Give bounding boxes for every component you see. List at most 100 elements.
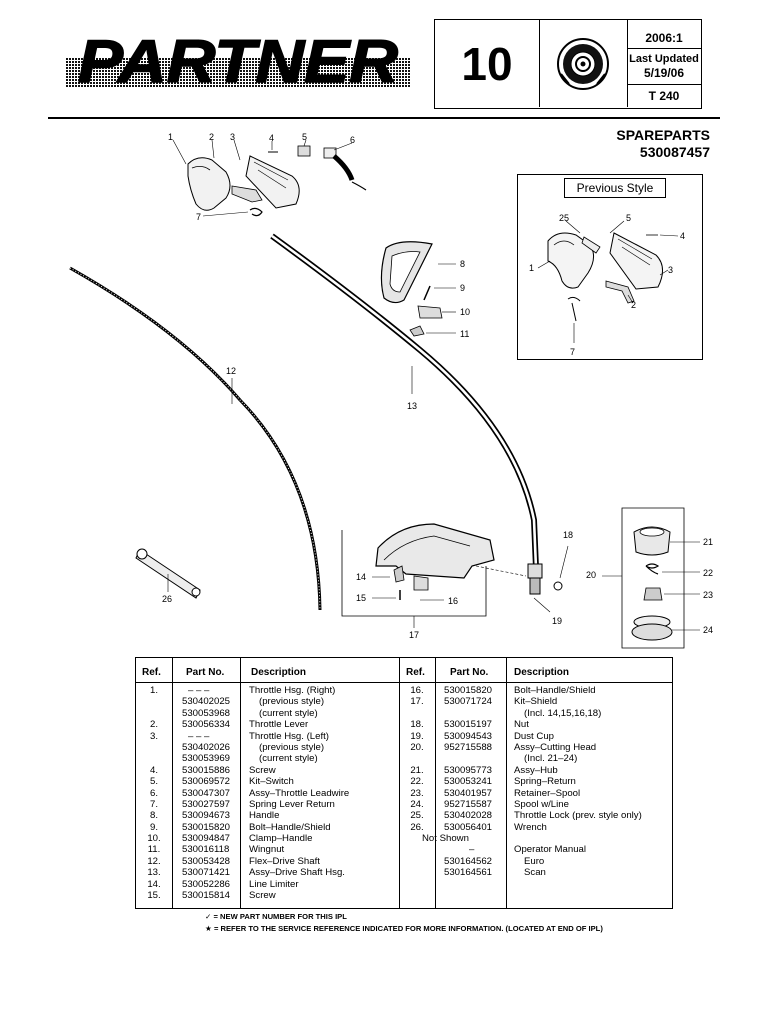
title-line-2: 530087457 (639, 144, 710, 160)
table-row: 530402025 (previous style) (136, 696, 398, 707)
row-ref: 8. (149, 810, 158, 822)
row-description: Flex–Drive Shaft (249, 855, 320, 867)
row-ref: 21. (410, 764, 424, 776)
row-part-number: 530016118 (182, 844, 230, 856)
table-row: Not Shown (399, 833, 673, 844)
row-part-number: 530053968 (182, 707, 231, 719)
callout-6: 6 (350, 135, 355, 145)
callout-3: 3 (668, 265, 673, 275)
row-description: Throttle Lock (prev. style only) (514, 810, 642, 822)
row-ref: 26. (410, 821, 424, 833)
table-row: 26. 530056401 Wrench (399, 822, 673, 833)
row-description: Euro (524, 855, 545, 867)
row-description: Operator Manual (514, 844, 586, 856)
parts-table: Ref. Part No. Description Ref. Part No. … (135, 657, 673, 909)
row-description: Assy–Drive Shaft Hsg. (249, 867, 345, 879)
row-description: Spring–Return (514, 776, 576, 788)
column-divider (506, 658, 507, 908)
callout-26: 26 (162, 594, 172, 604)
callout-11: 11 (460, 329, 469, 339)
row-description: Throttle Lever (249, 719, 309, 731)
callout-22: 22 (703, 568, 713, 578)
callout-5: 5 (302, 132, 307, 142)
partner-logo: PARTNER (66, 27, 411, 98)
table-row: 530164562 Euro (399, 856, 673, 867)
row-part-number: 530015820 (182, 821, 231, 833)
table-center-divider (399, 658, 400, 908)
callout-7: 7 (570, 347, 575, 357)
header-rule (48, 117, 720, 119)
callout-2: 2 (209, 132, 214, 142)
title-line-1: SPAREPARTS (616, 127, 710, 143)
table-row: 530053969(current style) (136, 753, 398, 764)
row-part-number: Not Shown (422, 833, 469, 845)
header-description: Description (514, 667, 570, 678)
row-part-number: 530015197 (444, 719, 493, 731)
row-part-number: – – – (188, 685, 210, 696)
row-description: (previous style) (259, 696, 325, 708)
row-part-number: 530056401 (444, 821, 493, 833)
row-part-number: 530402025 (182, 696, 231, 708)
row-description: Kit–Switch (249, 776, 294, 788)
row-part-number: 530015814 (182, 890, 231, 902)
row-ref: 15. (147, 890, 161, 902)
row-description: Scan (524, 867, 546, 879)
model-number: T 240 (648, 89, 680, 103)
header-ref: Ref. (142, 667, 161, 678)
callout-3: 3 (230, 132, 235, 142)
callout-9: 9 (460, 283, 465, 293)
row-ref: 18. (410, 719, 424, 731)
last-updated-label: Last Updated (629, 53, 699, 65)
row-part-number: 530027597 (182, 798, 231, 810)
footnote-service-reference: ★ = REFER TO THE SERVICE REFERENCE INDIC… (205, 924, 603, 933)
row-ref: 25. (410, 810, 424, 822)
logo-wordmark: PARTNER (78, 28, 398, 95)
row-description: Throttle Hsg. (Left) (249, 730, 329, 742)
row-part-number: – (469, 844, 475, 856)
row-ref: 4. (149, 764, 158, 776)
row-ref: 3. (149, 730, 158, 742)
header-description: Description (251, 667, 307, 678)
row-description: Dust Cup (514, 730, 554, 742)
row-description: (current style) (259, 707, 318, 719)
row-part-number: 530071724 (444, 696, 493, 708)
callout-8: 8 (460, 259, 465, 269)
row-description: Wrench (514, 821, 547, 833)
row-ref: 10. (147, 833, 161, 845)
left-parts-list: 1.– – –Throttle Hsg. (Right)530402025(pr… (136, 685, 398, 901)
column-divider (172, 658, 173, 908)
page-number: 10 (435, 20, 540, 107)
row-ref: 19. (410, 730, 424, 742)
row-ref: 11. (147, 844, 161, 856)
footnote-new-part: ✓ = NEW PART NUMBER FOR THIS IPL (205, 912, 347, 921)
row-description: Bolt–Handle/Shield (514, 685, 596, 696)
table-row: 530402026(previous style) (136, 742, 398, 753)
row-description: Wingnut (249, 844, 285, 856)
partner-logo-graphic: PARTNER (66, 27, 411, 96)
table-row: 3.– – –Throttle Hsg. (Left) (136, 731, 398, 742)
callout-13: 13 (407, 401, 417, 411)
row-description: Nut (514, 719, 529, 731)
row-part-number: 530164562 (444, 855, 493, 867)
row-ref: 22. (410, 776, 424, 788)
row-description: Kit–Shield (514, 696, 558, 708)
table-row: (Incl. 21–24) (399, 753, 673, 764)
wheel-icon (539, 20, 628, 107)
header-ref: Ref. (406, 667, 425, 678)
previous-style-drawing: 25 5 4 1 3 2 7 (529, 213, 685, 357)
row-ref: 5. (149, 776, 158, 788)
callout-2: 2 (631, 300, 636, 310)
row-description: (Incl. 21–24) (524, 753, 578, 765)
header-part-no: Part No. (450, 667, 489, 678)
